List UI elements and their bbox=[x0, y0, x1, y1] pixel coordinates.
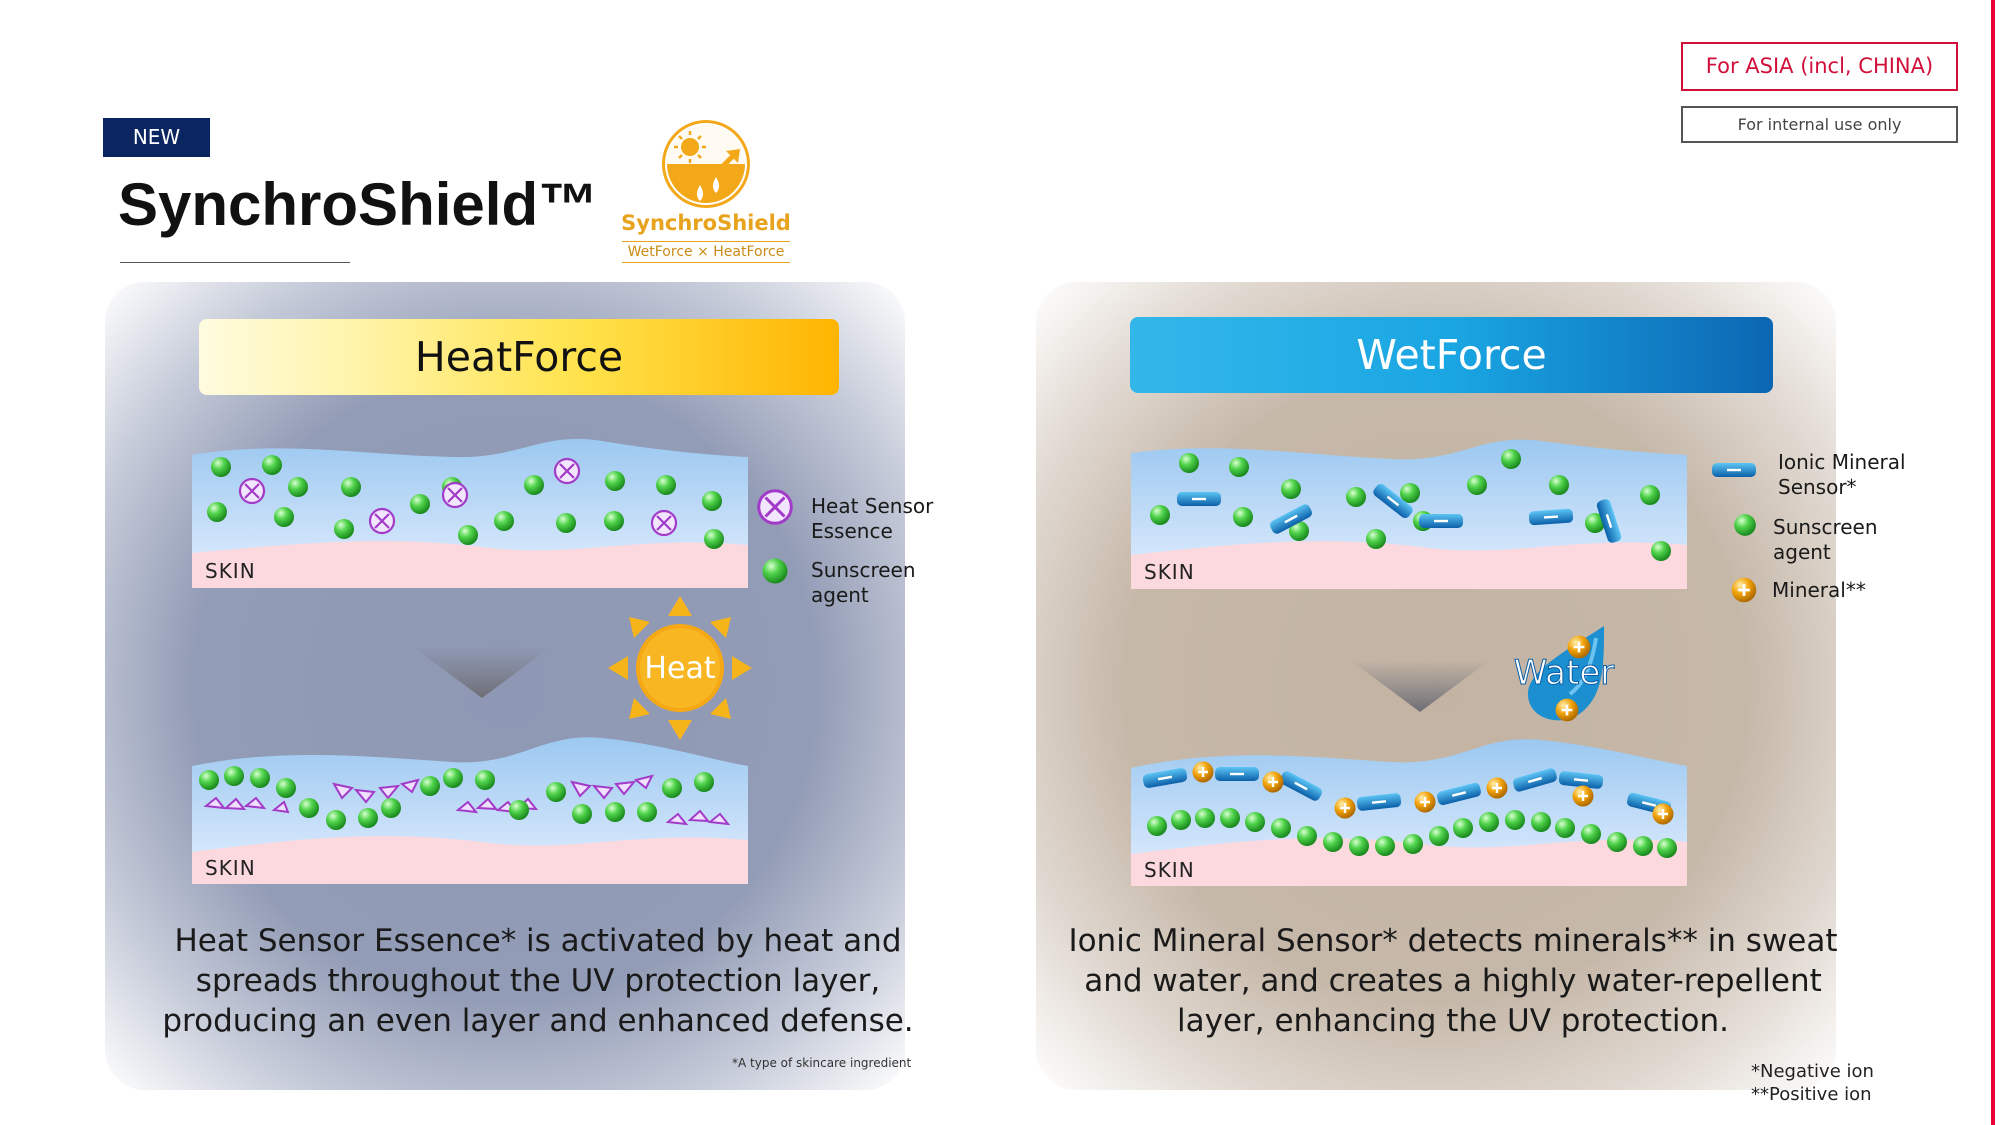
water-mineral-bottom-icon bbox=[1554, 697, 1580, 723]
heat-sunscreen-legend-label: Sunscreen agent bbox=[811, 558, 916, 607]
water-mineral-top-icon bbox=[1566, 634, 1592, 660]
heatforce-down-arrow-icon bbox=[412, 646, 552, 698]
mineral-legend-label: Mineral** bbox=[1772, 578, 1866, 602]
wetforce-skin-label-after: SKIN bbox=[1144, 858, 1195, 882]
heat-trigger-label: Heat bbox=[644, 651, 715, 686]
wetforce-down-arrow-icon bbox=[1350, 660, 1490, 712]
title-divider bbox=[120, 262, 350, 263]
page-title: SynchroShield™ bbox=[118, 171, 599, 238]
wetforce-skin-after bbox=[1131, 739, 1687, 886]
sun-water-emblem-icon bbox=[662, 120, 750, 208]
water-trigger-label: Water bbox=[1514, 653, 1615, 693]
logo-wordmark: SynchroShield bbox=[621, 211, 791, 235]
heat-sunscreen-legend-icon bbox=[762, 558, 788, 584]
wet-sunscreen-legend-icon bbox=[1734, 514, 1756, 536]
negative-ion-footnote: *Negative ion bbox=[1751, 1061, 1874, 1082]
heatforce-skin-label-after: SKIN bbox=[205, 856, 256, 880]
synchroshield-logo: SynchroShield WetForce × HeatForce bbox=[620, 117, 792, 265]
heat-sun-icon: Heat bbox=[608, 596, 752, 740]
wetforce-skin-before bbox=[1131, 439, 1687, 589]
positive-ion-footnote: **Positive ion bbox=[1751, 1084, 1872, 1105]
wet-sunscreen-legend-label: Sunscreen agent bbox=[1773, 515, 1878, 564]
wetforce-banner: WetForce bbox=[1130, 317, 1773, 393]
heatforce-banner: HeatForce bbox=[199, 319, 839, 395]
wetforce-description: Ionic Mineral Sensor* detects minerals**… bbox=[1068, 923, 1838, 1039]
heatforce-skin-after bbox=[192, 737, 748, 884]
heat-sensor-legend-icon bbox=[757, 489, 793, 525]
logo-subtitle: WetForce × HeatForce bbox=[622, 241, 790, 263]
ionic-sensor-legend-label: Ionic Mineral Sensor* bbox=[1778, 450, 1906, 499]
wetforce-skin-label-before: SKIN bbox=[1144, 560, 1195, 584]
accent-edge bbox=[1991, 0, 1995, 1125]
mineral-legend-icon bbox=[1730, 576, 1758, 604]
heatforce-panel bbox=[105, 282, 905, 1090]
heatforce-description: Heat Sensor Essence* is activated by hea… bbox=[162, 923, 914, 1039]
new-badge: NEW bbox=[103, 118, 210, 157]
heat-sensor-legend-label: Heat Sensor Essence bbox=[811, 494, 934, 543]
heatforce-skin-before bbox=[192, 438, 748, 588]
internal-use-tag: For internal use only bbox=[1681, 106, 1958, 143]
region-tag: For ASIA (incl, CHINA) bbox=[1681, 42, 1958, 91]
ionic-sensor-legend-icon bbox=[1710, 462, 1758, 478]
heatforce-skin-label-before: SKIN bbox=[205, 559, 256, 583]
heatforce-footnote: *A type of skincare ingredient bbox=[732, 1056, 912, 1070]
